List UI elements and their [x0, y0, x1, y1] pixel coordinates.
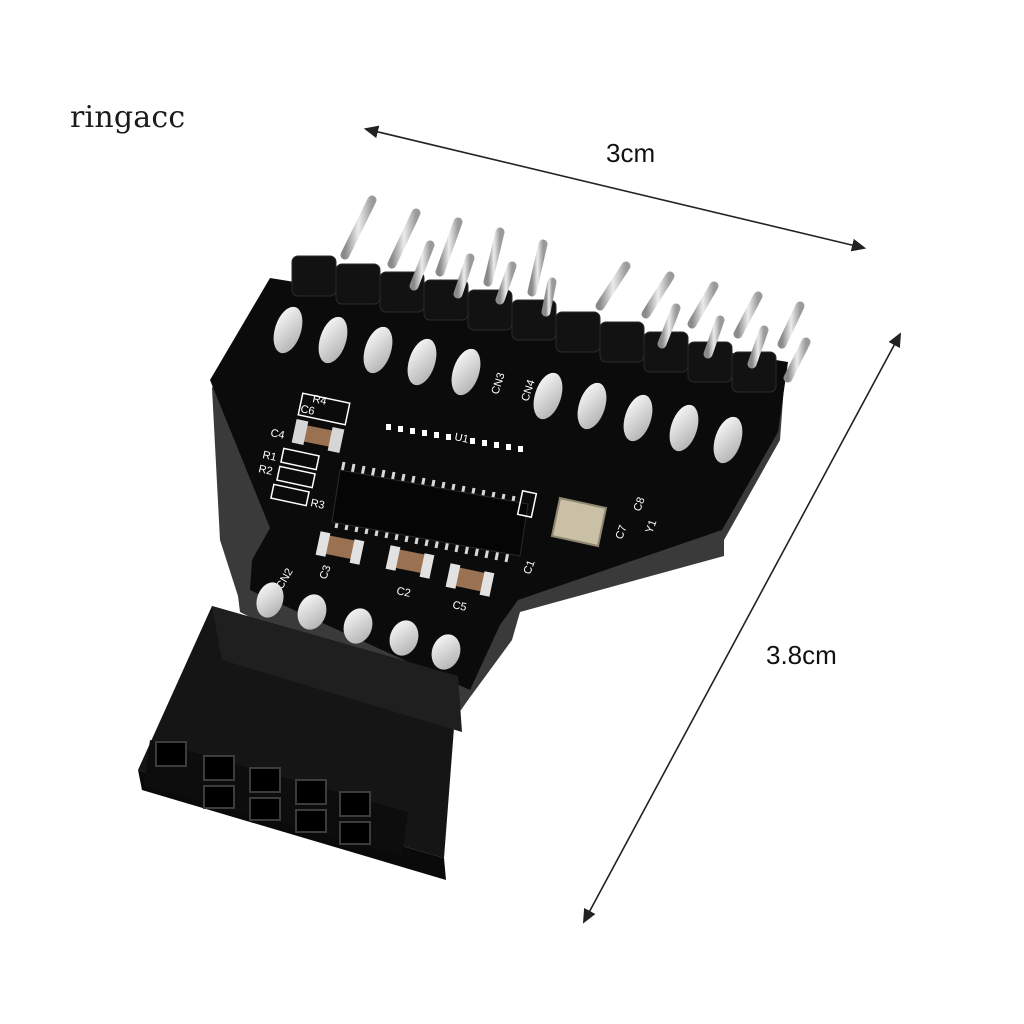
label-c3: C3 — [318, 564, 334, 581]
solder-pads-top — [273, 306, 743, 464]
label-r4: R4 — [311, 393, 327, 408]
label-y1: Y1 — [644, 518, 660, 535]
brand-watermark: ringacc — [70, 100, 186, 135]
label-c8: C8 — [632, 496, 648, 513]
pcb-board — [210, 278, 788, 690]
capacitors — [291, 419, 495, 597]
label-r1: R1 — [261, 449, 277, 464]
label-c6: C6 — [299, 403, 315, 418]
label-r3: R3 — [309, 497, 325, 512]
label-c5: C5 — [451, 599, 467, 614]
label-c2: C2 — [395, 585, 411, 600]
label-c4: C4 — [269, 427, 285, 442]
label-c1: C1 — [522, 559, 538, 576]
label-u1: U1 — [453, 431, 469, 446]
crystal-y1 — [550, 496, 608, 548]
label-r2: R2 — [257, 463, 273, 478]
female-header-connector — [138, 606, 462, 880]
pin-header-top — [291, 195, 811, 393]
resistors — [270, 392, 538, 519]
chip-u1 — [331, 424, 529, 563]
width-dimension-arrow — [363, 125, 867, 252]
solder-pads-bottom — [256, 582, 461, 670]
label-c7: C7 — [614, 524, 630, 541]
height-dimension-arrow — [582, 332, 902, 924]
